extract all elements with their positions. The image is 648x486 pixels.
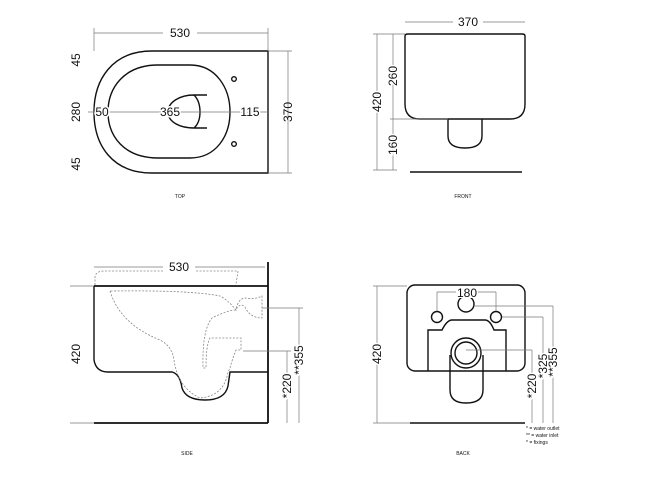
front-lower-dim: 160 <box>386 135 400 155</box>
top-c2-dim: 365 <box>160 105 180 119</box>
back-view: 180 420 *220 *325 **355 * = water outlet… <box>369 284 562 457</box>
front-view: 370 420 260 160 FRONT <box>369 15 526 200</box>
back-fixings-dim: *325 <box>536 353 550 378</box>
side-view: 530 420 *220 **355 SIDE <box>69 260 308 457</box>
front-height-dim: 420 <box>370 92 384 112</box>
top-view: 530 370 45 280 45 50 365 115 TOP <box>69 26 295 200</box>
back-view-label: BACK <box>456 451 470 457</box>
front-view-label: FRONT <box>454 194 471 200</box>
legend-inlet: ** = water inlet <box>526 433 559 439</box>
back-spacing-dim: 180 <box>457 286 477 300</box>
front-width-dim: 370 <box>458 15 478 29</box>
back-inlet-dim: **355 <box>546 347 560 377</box>
front-upper-dim: 260 <box>386 66 400 86</box>
side-width-dim: 530 <box>169 260 189 274</box>
top-view-label: TOP <box>175 194 186 200</box>
side-inlet-dim: **355 <box>292 345 306 375</box>
top-left-bottom-dim: 45 <box>69 157 83 171</box>
legend-outlet: * = water outlet <box>526 426 560 432</box>
top-c3-dim: 115 <box>240 105 259 119</box>
top-depth-dim: 370 <box>281 102 295 122</box>
side-height-dim: 420 <box>69 344 83 364</box>
back-outlet-dim: *220 <box>525 373 539 398</box>
back-height-dim: 420 <box>370 344 384 364</box>
legend-fixings: * = fixings <box>526 440 548 446</box>
side-outlet-dim: *220 <box>280 373 294 398</box>
side-view-label: SIDE <box>181 451 193 457</box>
top-left-mid-dim: 280 <box>69 102 83 122</box>
top-left-top-dim: 45 <box>69 53 83 67</box>
top-c1-dim: 50 <box>95 105 109 119</box>
top-width-dim: 530 <box>170 26 190 40</box>
